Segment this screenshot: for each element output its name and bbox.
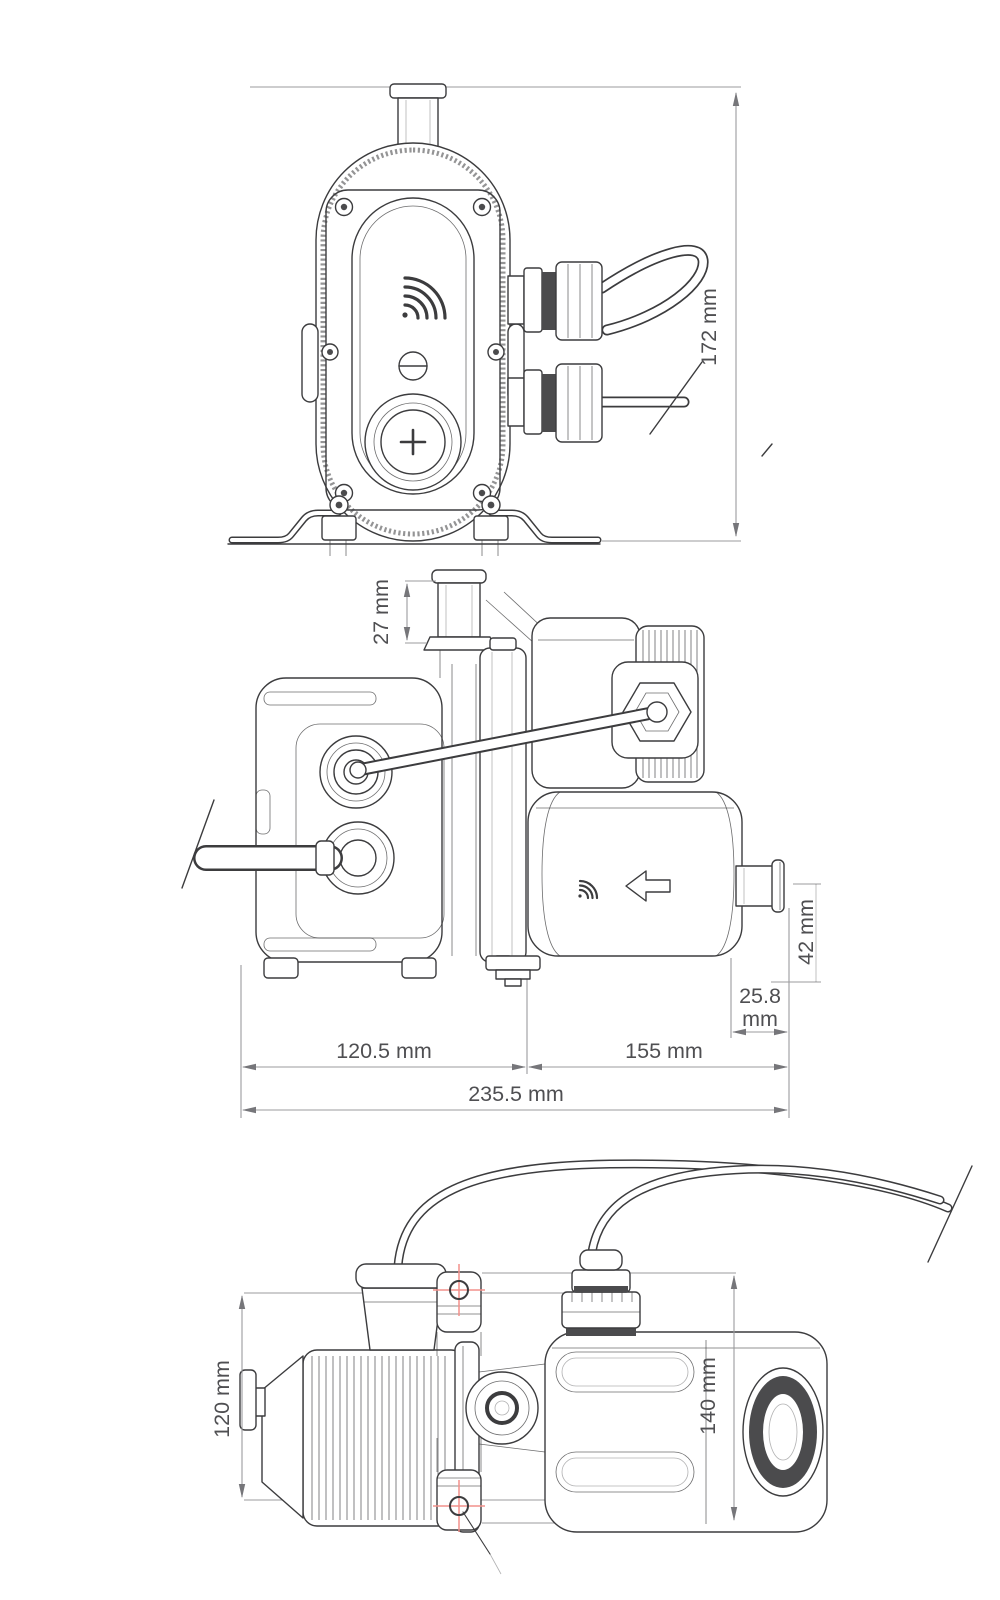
dimension-label: mm	[742, 1007, 778, 1031]
dimension-motor-length-155: 155 mm	[528, 1039, 788, 1071]
dimension-height-140: 140 mm	[696, 1275, 738, 1521]
leader-line	[489, 1553, 502, 1575]
dimension-total-length-235-5: 235.5 mm	[242, 1082, 788, 1114]
dimension-label: 42 mm	[794, 899, 818, 965]
mounting-feet	[227, 495, 602, 556]
front-view: 172 mm	[227, 83, 773, 556]
cable-break-mark	[927, 1165, 973, 1263]
mounting-bracket	[433, 1264, 502, 1575]
drain-knob	[364, 393, 462, 491]
side-ear	[301, 323, 319, 403]
dimension-outlet-42: 42 mm	[771, 883, 821, 983]
cable-break-mark	[761, 443, 773, 457]
cable-gland-lower	[507, 363, 603, 443]
mounting-hole-crosshair	[433, 1264, 485, 1316]
accumulator-tank	[527, 791, 743, 957]
dimension-label: 155 mm	[625, 1039, 703, 1063]
dimension-port-27: 27 mm	[369, 579, 436, 645]
dimension-label: 25.8	[739, 984, 781, 1008]
brand-swirl-icon	[578, 879, 599, 900]
drain-foot	[485, 955, 541, 987]
knurled-ring	[320, 147, 506, 537]
cable-gland-motor	[355, 1263, 447, 1351]
dimension-label: 120 mm	[210, 1360, 234, 1438]
cable-gland-unit	[561, 1249, 641, 1336]
pipe-break-mark	[181, 799, 215, 889]
pressure-adjust-knob	[531, 617, 705, 789]
bracket-tab-bottom	[433, 1469, 502, 1575]
dimension-label: 140 mm	[696, 1357, 720, 1435]
face-cover	[351, 197, 475, 495]
cable-gland-upper	[507, 261, 603, 341]
side-view: 27 mm	[181, 569, 821, 1118]
inlet-hose-barb	[181, 799, 343, 889]
dimension-label: 120.5 mm	[336, 1039, 432, 1063]
pump-head-body	[255, 677, 445, 979]
plan-view: 120 mm 140 mm	[210, 1159, 973, 1575]
bracket-tab-top	[433, 1264, 485, 1333]
power-cable-loop	[596, 244, 709, 336]
dimension-label: 172 mm	[697, 288, 721, 366]
cable-break-mark	[649, 361, 703, 435]
mounting-hole	[449, 1496, 469, 1516]
outlet-port	[735, 859, 785, 913]
power-cable	[596, 361, 773, 457]
clamp-ring	[451, 591, 561, 967]
dimension-pump-length-120-5: 120.5 mm	[242, 1039, 526, 1071]
flow-arrow-icon	[625, 870, 671, 902]
power-cable	[393, 1159, 973, 1271]
dimension-outlet-depth-25-8: 25.8 mm	[730, 958, 788, 1038]
mounting-hole-crosshair	[433, 1480, 485, 1532]
bypass-rod	[349, 701, 668, 779]
center-boss	[465, 1363, 546, 1453]
control-unit	[544, 1331, 828, 1533]
leader-line	[462, 1511, 491, 1555]
dimension-height-172: 172 mm	[697, 92, 740, 537]
mounting-hole	[449, 1280, 469, 1300]
brand-swirl-icon	[402, 276, 447, 320]
dimension-label: 235.5 mm	[468, 1082, 564, 1106]
screw-slot-icon	[398, 351, 428, 381]
dimension-label: 27 mm	[369, 579, 393, 645]
motor-cone	[261, 1355, 304, 1519]
plus-icon	[399, 428, 427, 456]
dimension-width-120: 120 mm	[210, 1295, 246, 1498]
